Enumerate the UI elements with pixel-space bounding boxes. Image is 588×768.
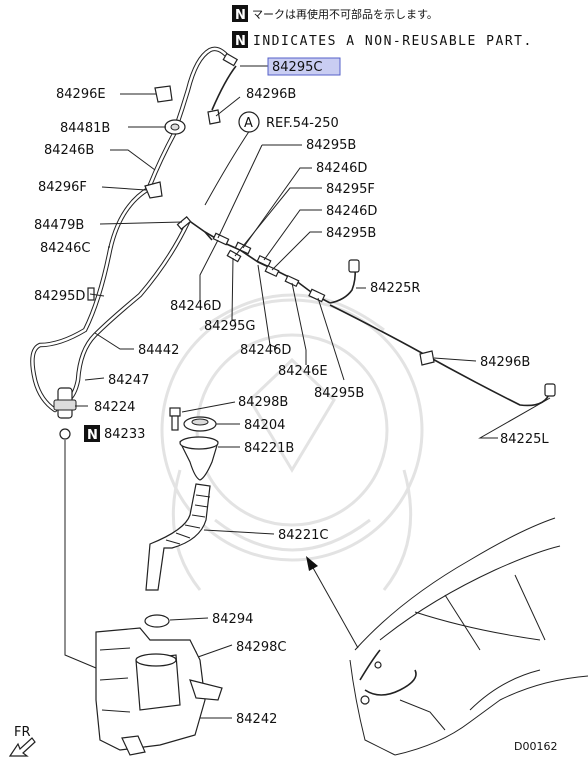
header-note-jp: N マークは再使用不可部品を示します。 — [232, 5, 438, 23]
clip-84296E — [154, 85, 173, 103]
label-84296B[interactable]: 84296B — [246, 87, 296, 102]
leader-lines — [75, 65, 551, 719]
label-84246D[interactable]: 84246D — [326, 204, 377, 219]
bolt-84298B-shank — [171, 415, 179, 431]
clip-84296B-right — [419, 350, 435, 366]
hose-joints — [87, 52, 326, 303]
ref-circle-letter: A — [244, 116, 253, 131]
note-en-text: INDICATES A NON-REUSABLE PART. — [253, 34, 533, 49]
fr-arrow-icon — [8, 737, 36, 757]
label-84246C[interactable]: 84246C — [40, 241, 90, 256]
label-84204[interactable]: 84204 — [244, 418, 285, 433]
label-84246D[interactable]: 84246D — [316, 161, 367, 176]
grommet-84233 — [59, 428, 71, 440]
label-84442[interactable]: 84442 — [138, 343, 179, 358]
n-mark-badge — [232, 31, 248, 48]
grommet-hole — [170, 123, 180, 131]
label-84225L[interactable]: 84225L — [500, 432, 549, 447]
label-84294[interactable]: 84294 — [212, 612, 253, 627]
label-84295B[interactable]: 84295B — [314, 386, 364, 401]
small-parts — [53, 85, 556, 481]
location-arrow — [306, 556, 359, 649]
clip-84296B — [207, 109, 221, 125]
label-84295C[interactable]: 84295C — [272, 60, 322, 75]
label-84233[interactable]: 84233 — [104, 427, 145, 442]
label-84481B[interactable]: 84481B — [60, 121, 110, 136]
vehicle-outline — [349, 517, 588, 756]
label-84246D[interactable]: 84246D — [240, 343, 291, 358]
label-84295D[interactable]: 84295D — [34, 289, 85, 304]
label-84224[interactable]: 84224 — [94, 400, 135, 415]
nozzle-84225L — [544, 383, 556, 397]
joint — [264, 264, 280, 278]
seal-ring-84294 — [144, 614, 170, 628]
n-mark-letter: N — [235, 8, 246, 23]
label-84221B[interactable]: 84221B — [244, 441, 294, 456]
label-84298C[interactable]: 84298C — [236, 640, 286, 655]
joint-84479B — [176, 215, 192, 231]
leader-pump-tank — [64, 440, 97, 669]
bolt-84298B-head — [169, 407, 181, 417]
filler-neck-rim — [179, 436, 219, 450]
diagram-code: D00162 — [514, 740, 557, 753]
n-mark-letter: N — [235, 34, 246, 49]
note-jp-text: マークは再使用不可部品を示します。 — [252, 7, 438, 21]
label-84225R[interactable]: 84225R — [370, 281, 420, 296]
joint — [256, 254, 272, 268]
label-84295B[interactable]: 84295B — [306, 138, 356, 153]
label-84296E[interactable]: 84296E — [56, 87, 106, 102]
label-84221C[interactable]: 84221C — [278, 528, 328, 543]
joint — [212, 232, 230, 246]
nozzle-84225R — [348, 259, 360, 273]
n-mark-letter: N — [87, 428, 98, 443]
part-labels: 84295C 84296E 84296B 84481B 84246B 84295… — [34, 60, 549, 727]
label-84246B[interactable]: 84246B — [44, 143, 94, 158]
highlight-box-84295C — [267, 57, 341, 76]
joint — [308, 288, 326, 303]
joint-84295C — [222, 52, 239, 67]
n-mark-badge — [232, 5, 248, 22]
reference-callout: A REF.54-250 — [238, 111, 339, 133]
non-reusable-marker-84233: N 84233 — [84, 425, 145, 443]
pump-body — [53, 399, 77, 411]
label-84246D[interactable]: 84246D — [170, 299, 221, 314]
label-84296F[interactable]: 84296F — [38, 180, 87, 195]
label-84298B[interactable]: 84298B — [238, 395, 288, 410]
label-84242[interactable]: 84242 — [236, 712, 277, 727]
label-84479B[interactable]: 84479B — [34, 218, 84, 233]
watermark-crest — [160, 293, 424, 591]
ref-circle — [238, 111, 260, 133]
cap-top — [191, 418, 209, 426]
fr-label: FR — [14, 725, 31, 740]
label-84295B[interactable]: 84295B — [326, 226, 376, 241]
label-84247[interactable]: 84247 — [108, 373, 149, 388]
joint — [284, 274, 300, 288]
label-84295G[interactable]: 84295G — [204, 319, 255, 334]
n-mark-badge — [84, 425, 100, 442]
hose-network — [30, 46, 551, 413]
header-note-en: N INDICATES A NON-REUSABLE PART. — [232, 31, 533, 49]
front-direction-indicator: FR — [8, 725, 36, 757]
clip-84296F — [144, 181, 163, 199]
washer-tank-84242 — [95, 627, 223, 756]
label-84246E[interactable]: 84246E — [278, 364, 328, 379]
label-84295F[interactable]: 84295F — [326, 182, 375, 197]
filler-tube-84221C — [145, 483, 211, 591]
ref-text: REF.54-250 — [266, 116, 339, 131]
label-84296B[interactable]: 84296B — [480, 355, 530, 370]
